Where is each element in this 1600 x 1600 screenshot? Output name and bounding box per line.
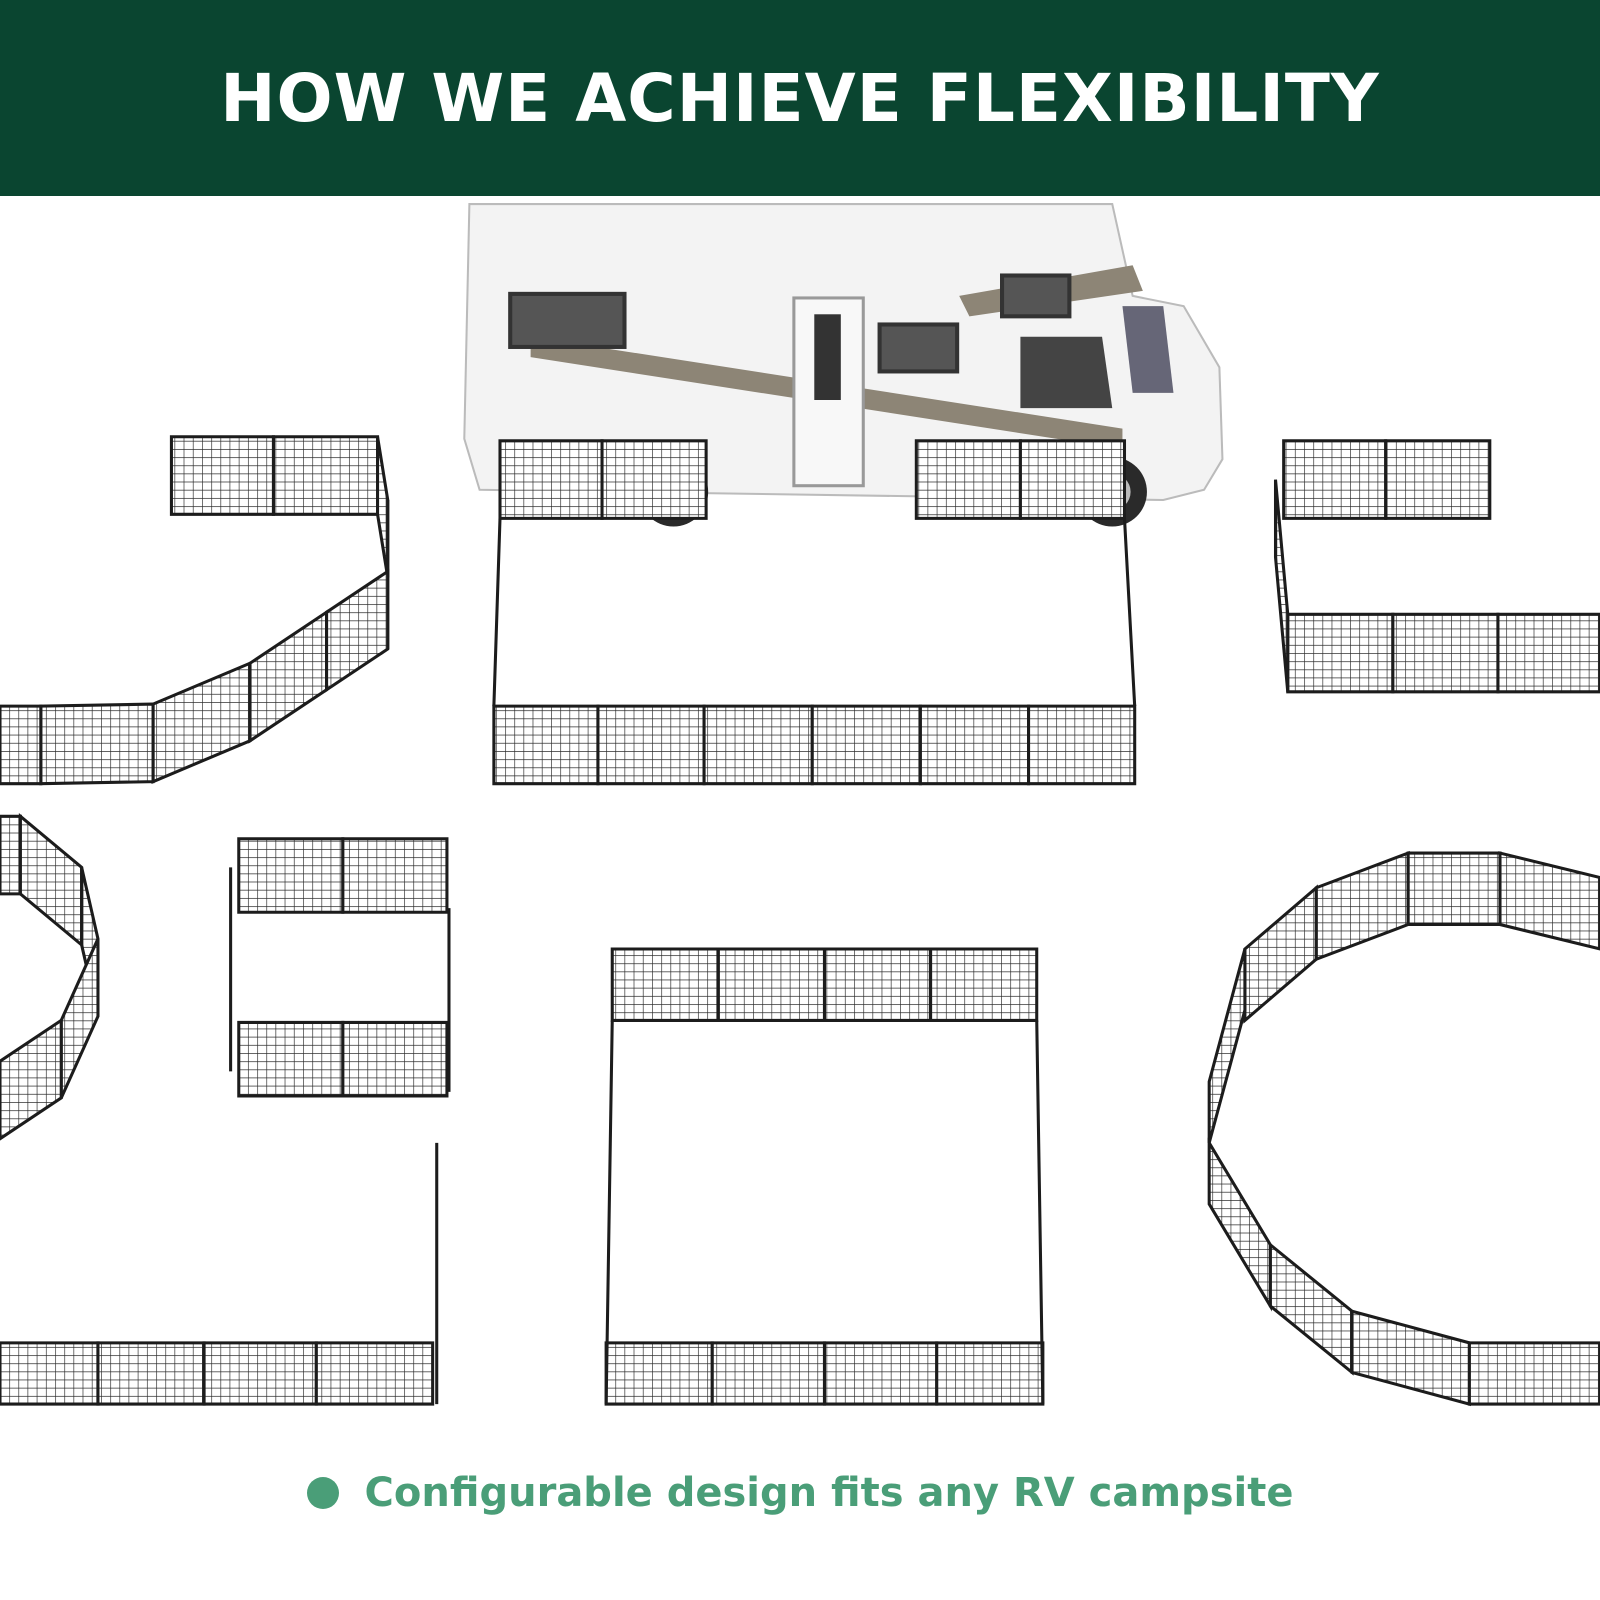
fence-panel bbox=[929, 947, 1039, 1022]
fence-panel bbox=[151, 660, 252, 784]
fence-panel bbox=[1384, 439, 1492, 520]
fence-panel bbox=[271, 435, 380, 516]
fence-panel bbox=[1027, 704, 1137, 786]
fence-panel bbox=[1018, 439, 1127, 520]
fence-panel bbox=[325, 568, 390, 693]
fence-panel bbox=[0, 704, 43, 786]
fence-panel bbox=[918, 704, 1031, 786]
fence-panel bbox=[1282, 439, 1388, 520]
fence-panel bbox=[710, 1341, 827, 1406]
fence-panel bbox=[716, 947, 827, 1022]
fence-panel bbox=[492, 704, 600, 786]
fence-panel bbox=[492, 518, 502, 707]
fence-panels bbox=[0, 435, 1600, 1407]
fence-panel bbox=[169, 435, 275, 516]
fence-panel bbox=[610, 947, 720, 1022]
fence-panel bbox=[1496, 612, 1600, 694]
fence-panel bbox=[702, 704, 814, 786]
fence-panel bbox=[604, 1341, 714, 1406]
fence-panel bbox=[822, 947, 933, 1022]
fence-panel bbox=[604, 1020, 614, 1405]
feature-caption: Configurable design fits any RV campsite bbox=[0, 1470, 1600, 1516]
fence-panel bbox=[248, 609, 329, 744]
fence-panel bbox=[237, 837, 345, 914]
fence-panel bbox=[0, 1341, 100, 1406]
fence-panel bbox=[1498, 851, 1600, 951]
fence-panel bbox=[600, 439, 708, 520]
fence-panel bbox=[822, 1341, 939, 1406]
fence-panel bbox=[1273, 479, 1290, 692]
fence-panel bbox=[1391, 612, 1500, 694]
fence-panel bbox=[1243, 884, 1318, 1024]
fence-panel bbox=[935, 1341, 1045, 1406]
fence-panel bbox=[1467, 1341, 1600, 1406]
fence-panel bbox=[341, 1020, 449, 1098]
fence-panel bbox=[1207, 1137, 1272, 1312]
fence-panel bbox=[1268, 1241, 1354, 1376]
page-title: HOW WE ACHIEVE FLEXIBILITY bbox=[220, 59, 1380, 137]
fence-panel bbox=[59, 938, 100, 1099]
fence-panel bbox=[498, 439, 604, 520]
fence-panel bbox=[914, 439, 1022, 520]
fence-panel bbox=[596, 704, 706, 786]
fence-panel bbox=[237, 1020, 345, 1098]
fence-panel bbox=[1350, 1309, 1471, 1407]
fence-panel bbox=[810, 704, 922, 786]
fence-panel bbox=[1122, 518, 1137, 707]
fence-panel bbox=[0, 814, 22, 896]
fence-panel bbox=[1314, 850, 1410, 962]
caption-text: Configurable design fits any RV campsite bbox=[364, 1470, 1294, 1516]
fence-panel bbox=[202, 1341, 318, 1406]
bullet-dot-icon bbox=[306, 1477, 339, 1509]
fence-panel bbox=[18, 813, 84, 949]
header-banner: HOW WE ACHIEVE FLEXIBILITY bbox=[0, 0, 1600, 196]
fence-panel bbox=[0, 1017, 63, 1141]
rv-motorhome-image bbox=[463, 203, 1224, 527]
fence-panel bbox=[1286, 612, 1395, 694]
fence-panel bbox=[341, 837, 449, 914]
fence-panel bbox=[39, 702, 155, 786]
fence-panel bbox=[314, 1341, 435, 1406]
fence-panel bbox=[1207, 948, 1247, 1144]
fence-panel bbox=[1406, 851, 1502, 927]
fence-panel bbox=[96, 1341, 206, 1406]
